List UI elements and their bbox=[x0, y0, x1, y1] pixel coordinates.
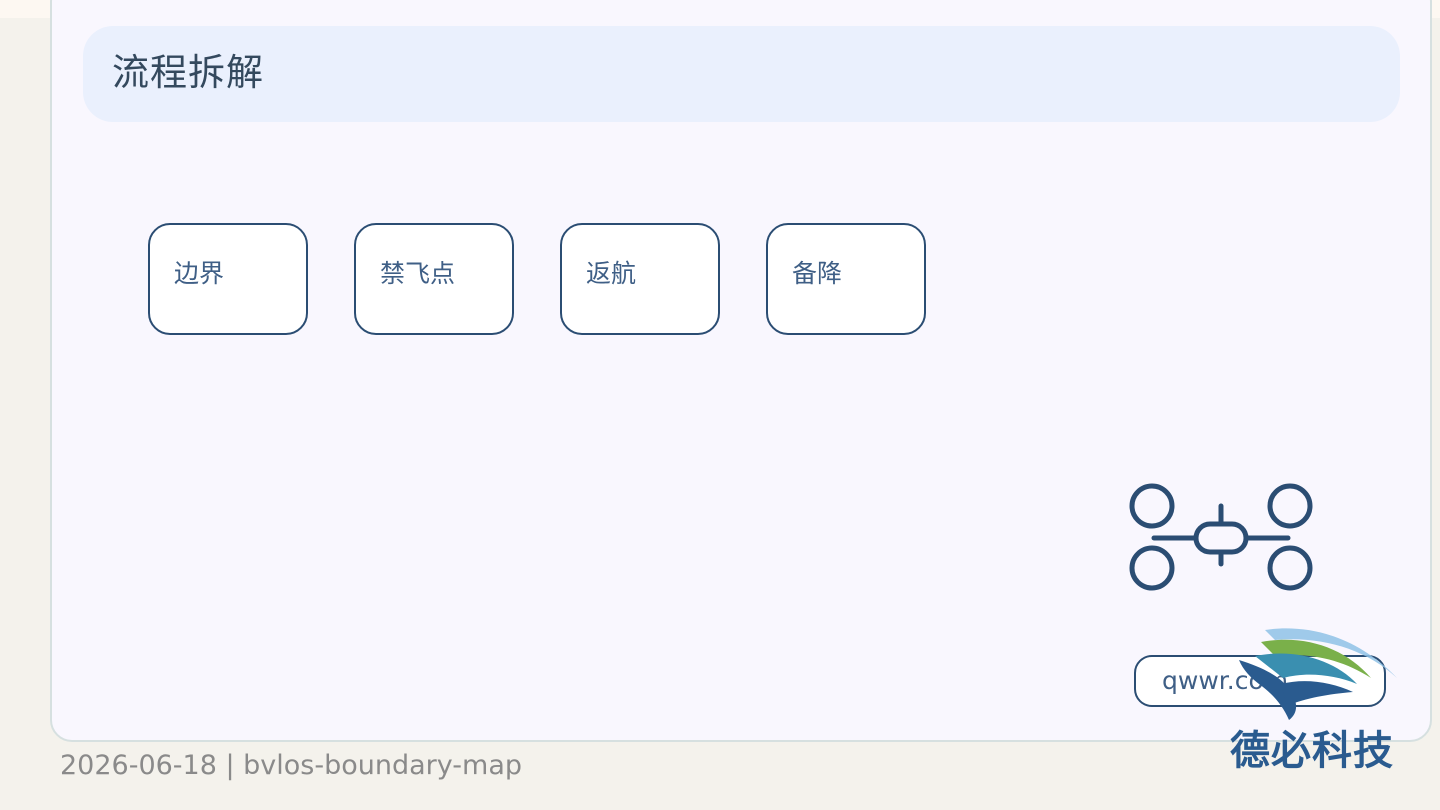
footer-text: 2026-06-18 | bvlos-boundary-map bbox=[60, 750, 523, 781]
step-no-fly-zone[interactable]: 禁飞点 bbox=[354, 223, 514, 335]
drone-icon bbox=[1129, 483, 1313, 591]
step-return-home[interactable]: 返航 bbox=[560, 223, 720, 335]
page-title: 流程拆解 bbox=[112, 51, 264, 94]
content-card bbox=[50, 0, 1432, 742]
process-steps: 边界 禁飞点 返航 备降 bbox=[148, 223, 926, 335]
step-label: 备降 bbox=[792, 259, 843, 288]
header-bar bbox=[83, 26, 1400, 122]
step-label: 返航 bbox=[586, 259, 637, 288]
brand-wordmark: 德必科技 bbox=[1230, 728, 1394, 774]
step-label: 边界 bbox=[174, 259, 225, 288]
step-boundary[interactable]: 边界 bbox=[148, 223, 308, 335]
step-label: 禁飞点 bbox=[380, 259, 456, 288]
step-alternate-landing[interactable]: 备降 bbox=[766, 223, 926, 335]
brand-logo-icon bbox=[1239, 628, 1397, 720]
